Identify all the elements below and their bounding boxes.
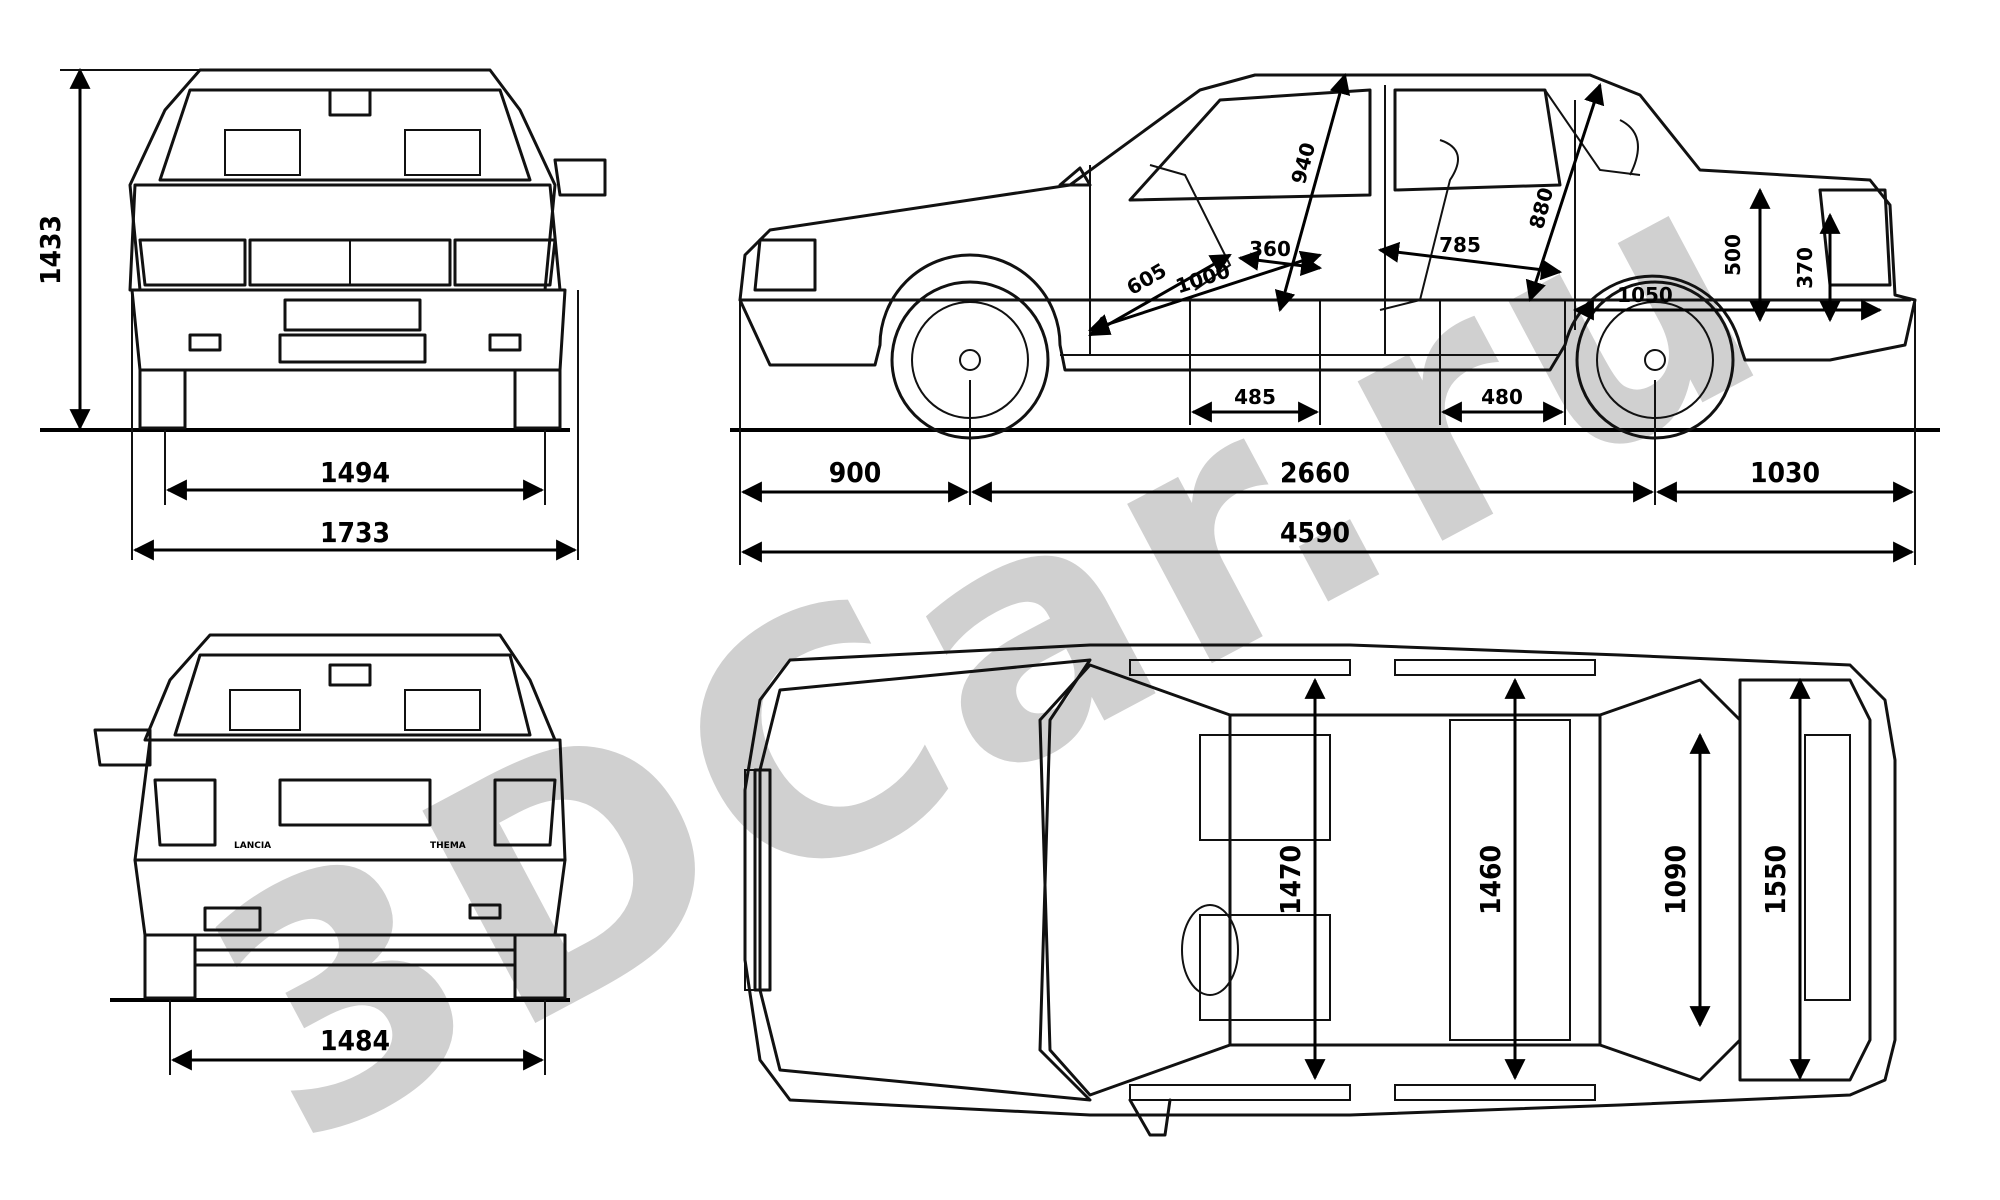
front-track-label: 1494 (320, 456, 390, 489)
trunk-height-label: 500 (1721, 234, 1745, 276)
front-height-label: 1433 (34, 215, 67, 285)
rear-shoulder-width-label: 1460 (1474, 845, 1507, 915)
front-cushion-depth-label: 360 (1249, 237, 1291, 261)
rear-view: LANCIA THEMA 1484 (93, 633, 570, 1075)
front-width-label: 1733 (320, 516, 390, 549)
wheelbase-label: 2660 (1280, 456, 1350, 489)
side-view: 940 880 1000 605 360 785 500 370 1050 48… (730, 72, 1940, 565)
trunk-height-inner-label: 370 (1793, 247, 1817, 289)
top-view: 1470 1460 1090 1550 (743, 643, 1897, 1137)
rear-legroom-label: 785 (1439, 233, 1481, 257)
rear-badge-thema: THEMA (430, 841, 466, 851)
rear-overhang-label: 1030 (1750, 456, 1820, 489)
trunk-length-label: 1050 (1617, 283, 1673, 307)
front-shoulder-width-label: 1470 (1274, 845, 1307, 915)
rear-seat-height-label: 480 (1481, 385, 1523, 409)
svg-text:3DCar.ru: 3DCar.ru (153, 87, 1823, 1200)
front-seat-height-label: 485 (1234, 385, 1276, 409)
rear-track-label: 1484 (320, 1024, 390, 1057)
watermark: 3DCar.ru (153, 87, 1823, 1200)
trunk-width-label: 1550 (1759, 845, 1792, 915)
trunk-width-inner-label: 1090 (1659, 845, 1692, 915)
front-view: 1433 1494 1733 (34, 67, 607, 561)
front-overhang-label: 900 (829, 456, 882, 489)
rear-badge-lancia: LANCIA (234, 841, 271, 851)
overall-length-label: 4590 (1280, 516, 1350, 549)
